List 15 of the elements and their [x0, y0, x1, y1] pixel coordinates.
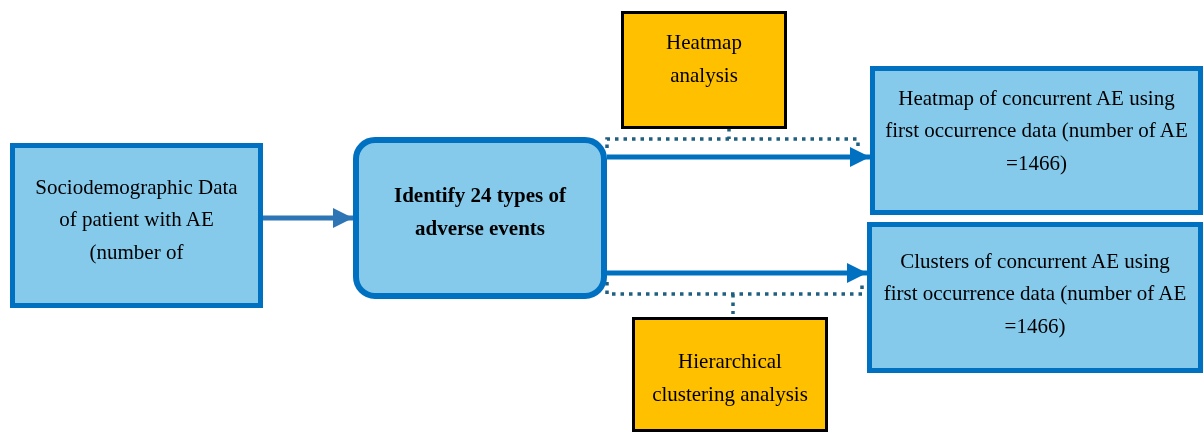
- box-text: Identify 24 types of adverse events: [392, 182, 568, 242]
- box-text: Heatmap of concurrent AE using first occurrence data (number of AE =1466): [885, 84, 1188, 177]
- data-box: [10, 143, 263, 308]
- box-text: Heatmap analysis: [665, 29, 743, 89]
- arrow: [263, 208, 353, 228]
- box-text: Hierarchical clustering analysis: [651, 347, 809, 408]
- arrow: [607, 147, 870, 167]
- box-text: Clusters of concurrent AE using first occurrence data (number of AE =1466): [882, 247, 1188, 340]
- analysis-box: [632, 317, 828, 432]
- data-box: [870, 66, 1203, 215]
- analysis-box: [621, 11, 787, 129]
- box-text: Sociodemographic Data of patient with AE (number of: [34, 173, 239, 266]
- arrow: [607, 263, 867, 283]
- process-box: [353, 137, 607, 299]
- data-box: [867, 222, 1203, 373]
